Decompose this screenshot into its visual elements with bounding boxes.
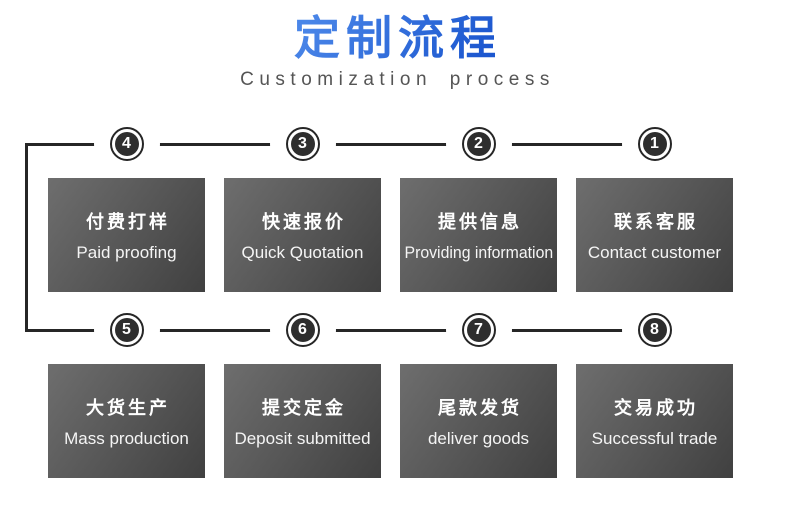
step-3-subtitle-en: Quick Quotation — [241, 242, 364, 262]
page-subtitle: Customization process — [240, 68, 555, 90]
step-4-title-zh: 付费打样 — [86, 211, 170, 232]
step-8-title-zh: 交易成功 — [614, 397, 698, 418]
step-7-box: 尾款发货 deliver goods — [400, 364, 557, 478]
step-1-number-badge: 1 — [637, 127, 672, 161]
flow-connector-left-line — [25, 143, 28, 332]
step-4: 4 付费打样 Paid proofing — [48, 127, 205, 295]
step-4-number-label: 4 — [114, 132, 139, 156]
step-2: 2 提供信息 Providing information — [400, 127, 557, 295]
step-6-box: 提交定金 Deposit submitted — [224, 364, 381, 478]
step-8-subtitle-en: Successful trade — [591, 428, 718, 448]
step-3-number-label: 3 — [290, 132, 315, 156]
step-8-number-label: 8 — [642, 318, 667, 342]
step-6: 6 提交定金 Deposit submitted — [224, 313, 381, 481]
step-5-number-badge: 5 — [109, 313, 144, 347]
step-4-subtitle-en: Paid proofing — [76, 242, 177, 262]
step-7-number-badge: 7 — [461, 313, 496, 347]
step-7-number-label: 7 — [466, 318, 491, 342]
header: 定制流程 Customization process — [0, 0, 790, 91]
step-6-number-label: 6 — [290, 318, 315, 342]
step-5-number-label: 5 — [114, 318, 139, 342]
step-6-number-badge: 6 — [285, 313, 320, 347]
step-2-number-label: 2 — [466, 132, 491, 156]
step-4-number-badge: 4 — [109, 127, 144, 161]
flow-connector-top-line — [25, 143, 655, 146]
step-7: 7 尾款发货 deliver goods — [400, 313, 557, 481]
page-title: 定制流程 — [288, 12, 502, 65]
step-6-subtitle-en: Deposit submitted — [234, 428, 371, 448]
step-7-subtitle-en: deliver goods — [427, 428, 530, 448]
step-5-title-zh: 大货生产 — [86, 397, 170, 418]
step-1-subtitle-en: Contact customer — [587, 242, 722, 262]
step-4-box: 付费打样 Paid proofing — [48, 178, 205, 292]
step-5-subtitle-en: Mass production — [64, 428, 189, 448]
step-7-title-zh: 尾款发货 — [438, 397, 522, 418]
step-2-subtitle-en: Providing information — [404, 242, 553, 262]
step-1-box: 联系客服 Contact customer — [576, 178, 733, 292]
step-8: 8 交易成功 Successful trade — [576, 313, 733, 481]
step-8-box: 交易成功 Successful trade — [576, 364, 733, 478]
step-3-box: 快速报价 Quick Quotation — [224, 178, 381, 292]
step-5: 5 大货生产 Mass production — [48, 313, 205, 481]
step-8-number-badge: 8 — [637, 313, 672, 347]
step-1-title-zh: 联系客服 — [614, 211, 698, 232]
step-2-title-zh: 提供信息 — [438, 211, 522, 232]
step-2-number-badge: 2 — [461, 127, 496, 161]
step-3-title-zh: 快速报价 — [262, 211, 346, 232]
step-2-box: 提供信息 Providing information — [400, 178, 557, 292]
step-3-number-badge: 3 — [285, 127, 320, 161]
step-1: 1 联系客服 Contact customer — [576, 127, 733, 295]
step-6-title-zh: 提交定金 — [262, 397, 346, 418]
step-1-number-label: 1 — [642, 132, 667, 156]
step-5-box: 大货生产 Mass production — [48, 364, 205, 478]
flow-connector-bottom-line — [25, 329, 655, 332]
step-3: 3 快速报价 Quick Quotation — [224, 127, 381, 295]
